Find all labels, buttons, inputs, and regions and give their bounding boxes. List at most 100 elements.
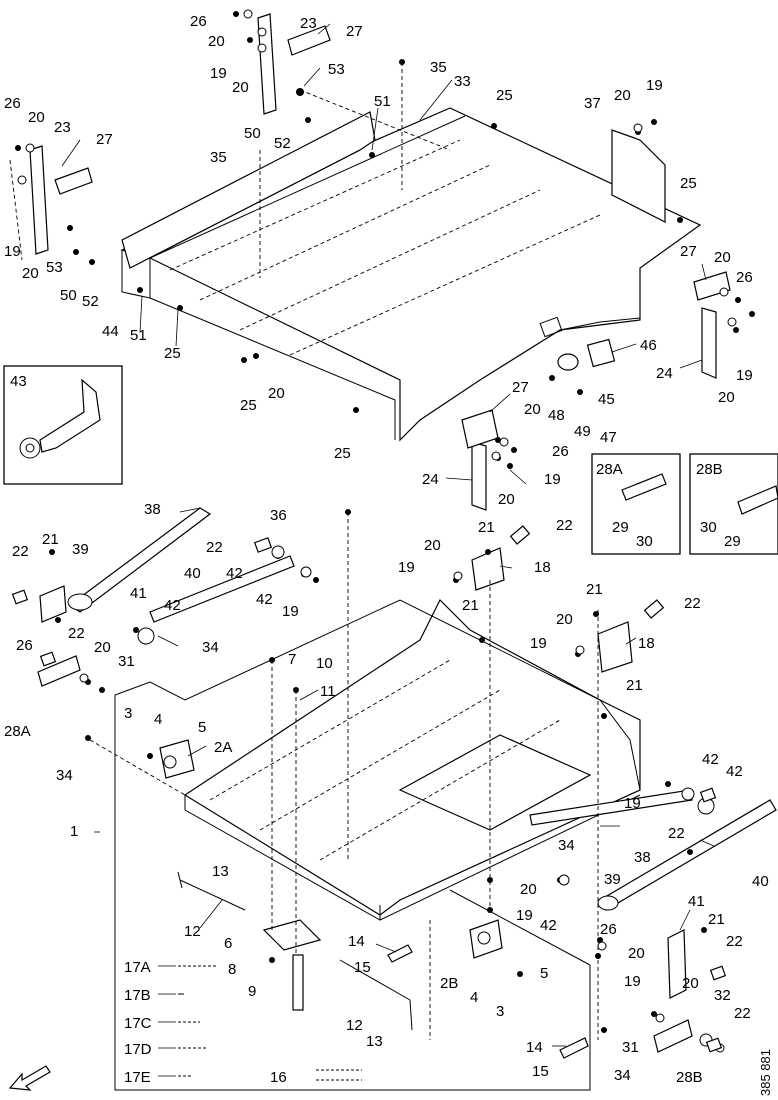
frame-outline (114, 599, 601, 1091)
callout-42: 42 (164, 597, 181, 614)
hinge-41-left (39, 585, 67, 623)
callout-42: 42 (702, 751, 719, 768)
callout-22: 22 (684, 595, 701, 612)
callout-34: 34 (558, 837, 575, 854)
callout-9: 9 (248, 983, 256, 1000)
callout-20: 20 (556, 611, 573, 628)
small-parts-set (178, 965, 362, 1081)
direction-arrow-icon (8, 1065, 51, 1091)
handle-9 (292, 954, 304, 1011)
callout-14: 14 (348, 933, 365, 950)
callout-52: 52 (274, 135, 291, 152)
callout-40: 40 (752, 873, 769, 890)
hinge-bracket-23-left (29, 145, 93, 255)
callout-28A: 28A (4, 723, 31, 740)
callout-1: 1 (70, 823, 78, 840)
rod-12-b (339, 959, 413, 1031)
callout-17C: 17C (124, 1015, 152, 1032)
callout-20: 20 (524, 401, 541, 418)
clips-22 (11, 525, 727, 1053)
callout-34: 34 (56, 767, 73, 784)
callout-21: 21 (708, 911, 725, 928)
callout-20: 20 (94, 639, 111, 656)
callout-25: 25 (496, 87, 513, 104)
callout-5: 5 (198, 719, 206, 736)
callout-20: 20 (714, 249, 731, 266)
callout-20: 20 (682, 975, 699, 992)
callout-26: 26 (736, 269, 753, 286)
callout-17E: 17E (124, 1069, 151, 1086)
callout-46: 46 (640, 337, 657, 354)
rail-40-upper (149, 555, 295, 623)
rod-12-a (177, 871, 246, 911)
callout-30: 30 (636, 533, 653, 550)
callout-17B: 17B (124, 987, 151, 1004)
callout-39: 39 (72, 541, 89, 558)
callout-15: 15 (532, 1063, 549, 1080)
callout-23: 23 (54, 119, 71, 136)
callout-19: 19 (398, 559, 415, 576)
hinge-bracket-24-center (461, 409, 499, 511)
callout-19: 19 (544, 471, 561, 488)
rail-38-lower (529, 789, 693, 826)
callout-31: 31 (622, 1039, 639, 1056)
callout-49: 49 (574, 423, 591, 440)
callout-30: 30 (700, 519, 717, 536)
callout-8: 8 (228, 961, 236, 978)
callout-22: 22 (668, 825, 685, 842)
callout-36: 36 (270, 507, 287, 524)
rail-40-lower (597, 799, 777, 911)
rail-38-upper (67, 507, 212, 613)
callout-43: 43 (10, 373, 27, 390)
callout-52: 52 (82, 293, 99, 310)
callout-20: 20 (614, 87, 631, 104)
callout-4: 4 (470, 989, 478, 1006)
callout-11: 11 (320, 683, 336, 700)
callout-42: 42 (256, 591, 273, 608)
callout-20: 20 (718, 389, 735, 406)
callout-22: 22 (12, 543, 29, 560)
hinge-bracket-23-top (257, 13, 331, 115)
callout-21: 21 (462, 597, 479, 614)
callout-31: 31 (118, 653, 135, 670)
callout-19: 19 (736, 367, 753, 384)
hinge-bracket-24-right (693, 271, 731, 379)
callout-20: 20 (498, 491, 515, 508)
callout-40: 40 (184, 565, 201, 582)
callout-13: 13 (212, 863, 229, 880)
callout-19: 19 (4, 243, 21, 260)
callout-3: 3 (124, 705, 132, 722)
callout-20: 20 (628, 945, 645, 962)
assembly-lines (9, 62, 599, 1040)
callout-26: 26 (4, 95, 21, 112)
plate-28A (37, 655, 81, 687)
catch-14-a (387, 944, 413, 963)
callout-3: 3 (496, 1003, 504, 1020)
callout-20: 20 (28, 109, 45, 126)
callout-51: 51 (130, 327, 147, 344)
callout-26: 26 (190, 13, 207, 30)
callout-22: 22 (68, 625, 85, 642)
callout-20: 20 (22, 265, 39, 282)
side-panel-37 (611, 129, 666, 223)
callout-20: 20 (520, 881, 537, 898)
callout-42: 42 (726, 763, 743, 780)
callout-labels: 26 20 23 27 19 20 53 35 33 25 51 50 52 3… (4, 13, 769, 1086)
callout-27: 27 (512, 379, 529, 396)
callout-19: 19 (624, 973, 641, 990)
callout-19: 19 (624, 795, 641, 812)
callout-45: 45 (598, 391, 615, 408)
inset-28B (689, 453, 778, 555)
callout-20: 20 (424, 537, 441, 554)
callout-53: 53 (46, 259, 63, 276)
callout-29: 29 (612, 519, 629, 536)
callout-25: 25 (164, 345, 181, 362)
callout-33: 33 (454, 73, 471, 90)
callout-19: 19 (530, 635, 547, 652)
callout-21: 21 (42, 531, 59, 548)
callout-17A: 17A (124, 959, 151, 976)
callout-6: 6 (224, 935, 232, 952)
callout-27: 27 (680, 243, 697, 260)
plate-6 (262, 919, 322, 951)
